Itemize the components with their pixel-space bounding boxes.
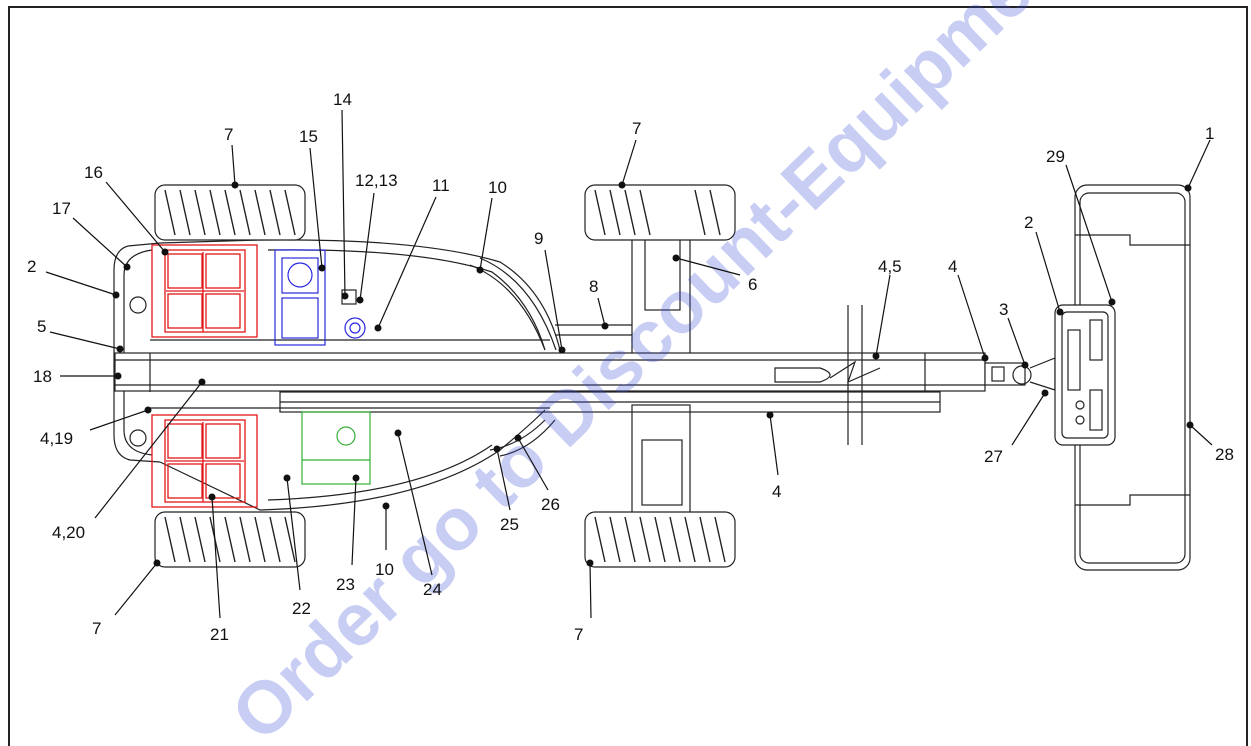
- diagram-frame: [8, 6, 1248, 746]
- callout-29: 29: [1046, 147, 1065, 166]
- callout-4-20: 4,20: [52, 523, 85, 542]
- pump-motor: [274, 249, 366, 346]
- callout-18: 18: [33, 367, 52, 386]
- callout-27: 27: [984, 447, 1003, 466]
- callout-25: 25: [500, 515, 519, 534]
- callout-15: 15: [299, 127, 318, 146]
- leader-lines: [45, 109, 1213, 619]
- tire-front-top: [584, 184, 736, 241]
- callout-4-19: 4,19: [40, 429, 73, 448]
- callout-7-front-top: 7: [632, 119, 641, 138]
- tire-rear-bottom: [154, 511, 306, 568]
- callout-21: 21: [210, 625, 229, 644]
- tire-front-bottom: [584, 511, 736, 568]
- platform: [1054, 184, 1191, 571]
- callout-4-jib: 4: [948, 257, 957, 276]
- boom: [114, 305, 1056, 445]
- callout-16: 16: [84, 163, 103, 182]
- callout-22: 22: [292, 599, 311, 618]
- callout-2-platform: 2: [1024, 213, 1033, 232]
- callout-26: 26: [541, 495, 560, 514]
- chassis-outline: [113, 239, 561, 511]
- callout-6: 6: [748, 275, 757, 294]
- callout-4-boom: 4: [772, 482, 781, 501]
- callout-1: 1: [1205, 124, 1214, 143]
- callout-23: 23: [336, 575, 355, 594]
- callout-7-front-bottom: 7: [574, 625, 583, 644]
- battery-pack-bottom: [151, 414, 258, 508]
- battery-pack-top: [151, 244, 258, 338]
- callout-17: 17: [52, 199, 71, 218]
- hydraulic-tank: [301, 411, 371, 485]
- callout-3: 3: [999, 300, 1008, 319]
- callout-10-bottom: 10: [375, 560, 394, 579]
- axle-assembly: [555, 191, 691, 526]
- callout-14: 14: [333, 90, 352, 109]
- callout-11: 11: [432, 176, 450, 195]
- callout-4-5: 4,5: [878, 257, 902, 276]
- callout-5: 5: [37, 317, 46, 336]
- callout-9: 9: [534, 229, 543, 248]
- tire-rear-top: [154, 184, 306, 241]
- callout-12-13: 12,13: [355, 171, 398, 190]
- callout-2-counterweight: 2: [27, 257, 36, 276]
- callout-7-rear-top: 7: [224, 125, 233, 144]
- callout-24: 24: [423, 580, 442, 599]
- callout-10-top: 10: [488, 178, 507, 197]
- callout-8: 8: [589, 277, 598, 296]
- callout-28: 28: [1215, 445, 1234, 464]
- callout-7-rear-bottom: 7: [92, 619, 101, 638]
